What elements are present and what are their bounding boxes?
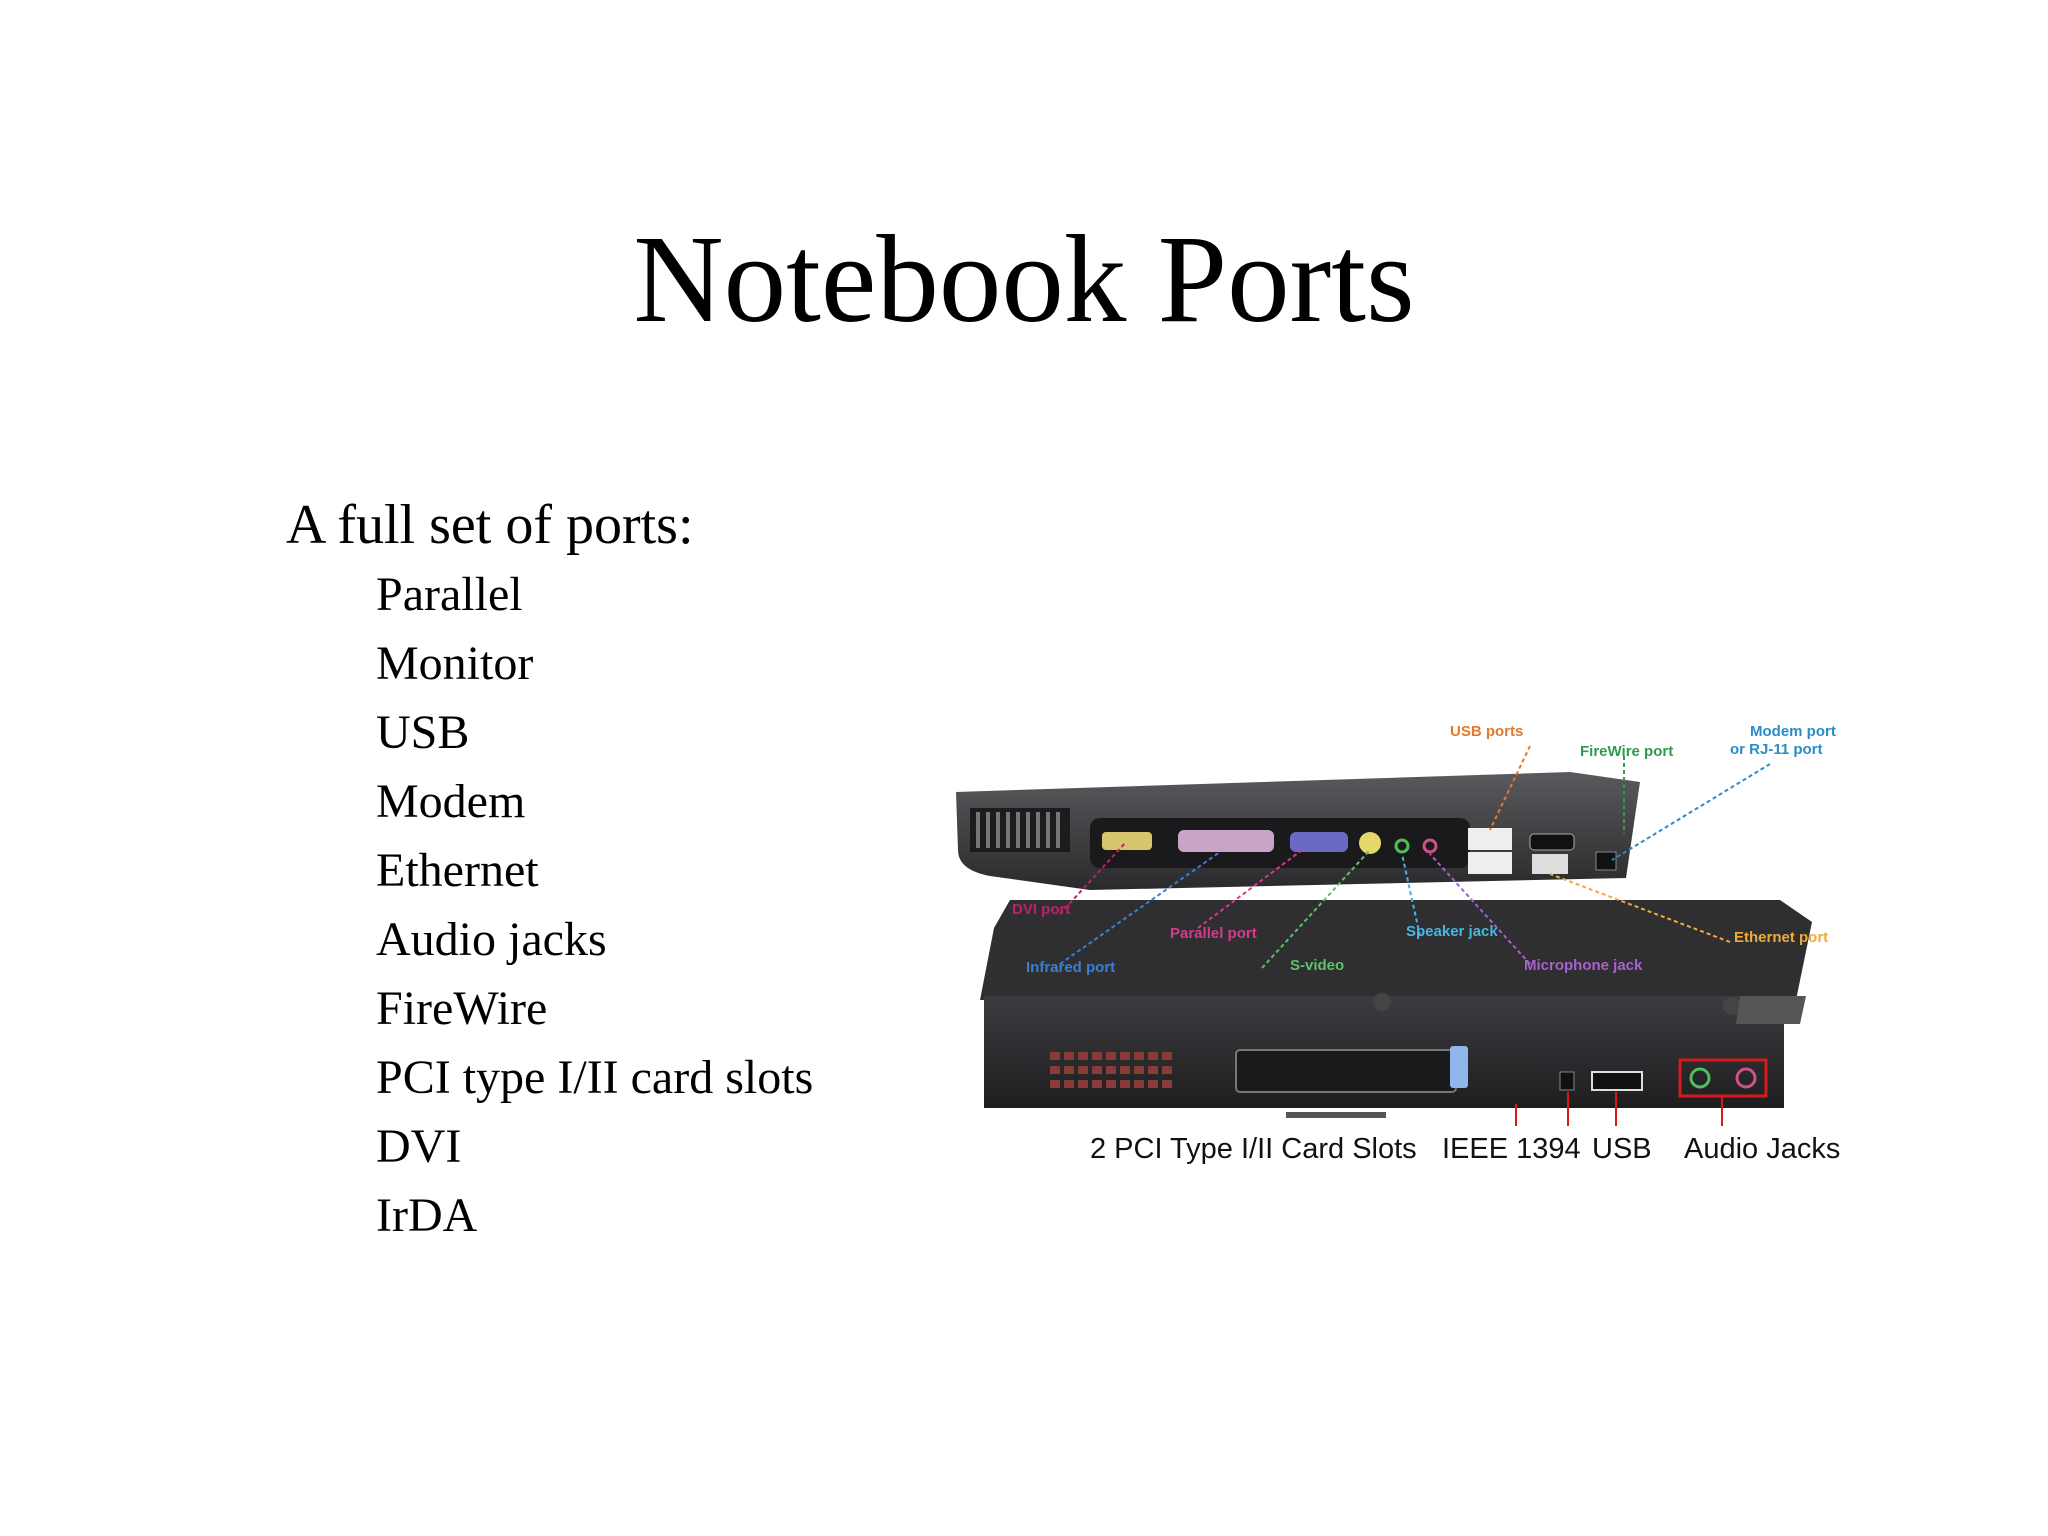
pci-card-slot	[1235, 1049, 1457, 1093]
list-item: Ethernet	[376, 844, 539, 897]
list-item: DVI	[376, 1120, 462, 1173]
callout-speaker-jack: Speaker jack	[1406, 923, 1498, 940]
callout-firewire-port: FireWire port	[1580, 743, 1673, 760]
callout-parallel-port: Parallel port	[1170, 925, 1257, 942]
callout-dvi-port: DVI port	[1012, 901, 1070, 918]
list-item: Audio jacks	[376, 913, 607, 966]
list-item: Modem	[376, 775, 526, 828]
callout-mic-jack: Microphone jack	[1524, 957, 1643, 974]
ethernet-port-icon	[1532, 854, 1568, 874]
list-item: FireWire	[376, 982, 548, 1035]
svideo-port-icon	[1359, 832, 1381, 854]
front-audio-jack-icon	[1735, 1067, 1757, 1089]
notebook-ports-figure: USB ports FireWire port Modem port or RJ…	[950, 700, 1900, 1200]
list-item: Monitor	[376, 637, 534, 690]
list-item: Parallel	[376, 568, 523, 621]
callout-modem-port: Modem port	[1750, 723, 1836, 740]
caption-ieee1394: IEEE 1394	[1442, 1133, 1581, 1165]
pci-eject-button	[1450, 1046, 1468, 1088]
usb-port-icon	[1468, 828, 1512, 850]
firewire-port-icon	[1529, 833, 1575, 851]
front-usb-port-icon	[1591, 1071, 1643, 1091]
notebook-illustration: USB ports FireWire port Modem port or RJ…	[956, 723, 1840, 1165]
modem-port-icon	[1595, 851, 1617, 871]
usb-port-icon	[1468, 852, 1512, 874]
slide-content: A full set of ports: Parallel Monitor US…	[286, 490, 926, 1250]
caption-pci-slots: 2 PCI Type I/II Card Slots	[1090, 1133, 1417, 1165]
parallel-port-icon	[1178, 830, 1274, 852]
monitor-port-icon	[1290, 832, 1348, 852]
caption-audio-jacks: Audio Jacks	[1684, 1133, 1840, 1165]
callout-modem-port-alt: or RJ-11 port	[1730, 741, 1823, 758]
list-item: IrDA	[376, 1189, 478, 1242]
list-item: PCI type I/II card slots	[376, 1051, 814, 1104]
mic-jack-icon	[1422, 838, 1438, 854]
dvi-port-icon	[1102, 832, 1152, 850]
callout-infrared-port: Infrared port	[1026, 959, 1115, 976]
slide-title: Notebook Ports	[633, 211, 1415, 349]
lead-text: A full set of ports:	[286, 494, 694, 556]
lower-notebook	[980, 900, 1812, 1126]
upper-notebook	[956, 772, 1640, 890]
front-audio-jack-icon	[1689, 1067, 1711, 1089]
ieee1394-port-icon	[1559, 1071, 1575, 1091]
callout-ethernet-port: Ethernet port	[1734, 929, 1828, 946]
list-item: USB	[376, 706, 470, 759]
callout-svideo: S-video	[1290, 957, 1344, 974]
speaker-jack-icon	[1394, 838, 1410, 854]
callout-lines	[1059, 745, 1771, 969]
caption-usb: USB	[1592, 1133, 1652, 1165]
port-list: Parallel Monitor USB Modem Ethernet Audi…	[286, 560, 926, 1250]
callout-usb-ports: USB ports	[1450, 723, 1523, 740]
